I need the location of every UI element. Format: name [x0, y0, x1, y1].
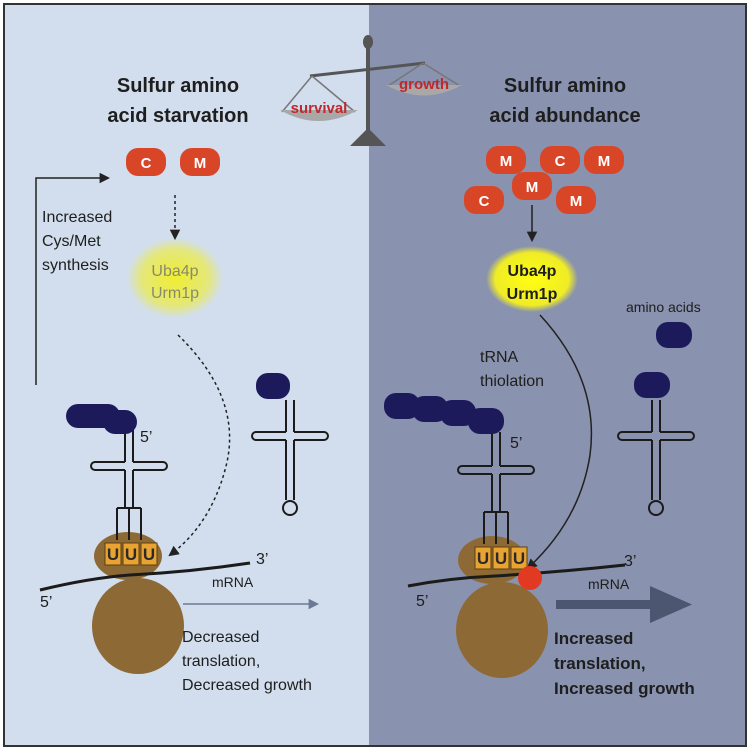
right-title-line1: Sulfur amino — [504, 75, 626, 97]
right-mrna-3prime: 3’ — [624, 553, 636, 570]
left-title-line1: Sulfur amino — [117, 75, 239, 97]
right-enzyme-uba4p: Uba4p — [508, 263, 557, 280]
feedback-line3: synthesis — [42, 257, 109, 274]
right-codon-3: U — [513, 549, 525, 568]
right-enzyme-urm1p: Urm1p — [507, 286, 558, 303]
svg-text:M: M — [570, 193, 583, 210]
right-thiolation-arrow — [526, 314, 593, 570]
left-panel-background — [4, 4, 369, 746]
svg-text:M: M — [598, 153, 611, 170]
growth-pan — [386, 85, 462, 96]
right-free-trna-charge — [634, 372, 670, 398]
left-mrna-label: mRNA — [212, 574, 254, 590]
right-amino-acids: M C M M C M — [464, 146, 624, 214]
feedback-line2: Cys/Met — [42, 233, 101, 250]
feedback-arrow — [35, 172, 111, 385]
left-trna-charge-2 — [103, 410, 137, 434]
left-enzyme-uba4p: Uba4p — [151, 263, 198, 280]
right-trna-bound — [457, 432, 535, 544]
growth-label: growth — [399, 76, 449, 93]
right-ribosome-large-subunit — [456, 582, 548, 678]
left-ribosome-large-subunit — [92, 578, 184, 674]
left-mrna-3prime: 3’ — [256, 551, 268, 568]
left-thiolation-arrow-dashed — [168, 334, 231, 557]
figure-frame — [3, 3, 747, 747]
left-outcome-line1: Decreased — [182, 629, 259, 646]
left-codon-2: U — [125, 545, 137, 564]
right-mrna-strand — [407, 563, 626, 588]
right-outcome-line3: Increased growth — [554, 679, 695, 698]
right-title-line2: acid abundance — [489, 105, 640, 127]
left-mrna-strand — [39, 561, 251, 592]
right-outcome-arrow — [556, 586, 692, 623]
left-amino-acid-c: C — [126, 148, 166, 176]
right-codons: U U U — [474, 546, 528, 570]
right-trna-5prime: 5’ — [510, 435, 522, 452]
left-enzyme-urm1p: Urm1p — [151, 285, 199, 302]
left-amino-acid-m: M — [180, 148, 220, 176]
svg-text:C: C — [141, 155, 152, 172]
svg-text:M: M — [526, 179, 539, 196]
right-codon-1: U — [477, 549, 489, 568]
left-trna-5prime: 5’ — [140, 429, 152, 446]
feedback-line1: Increased — [42, 209, 112, 226]
left-codons: U U U — [104, 542, 158, 566]
left-outcome-line3: Decreased growth — [182, 677, 312, 694]
right-trna-free — [617, 400, 695, 516]
left-codon-1: U — [107, 545, 119, 564]
free-amino-acid — [656, 322, 692, 348]
thiolation-modification — [518, 566, 542, 590]
left-free-trna-charge — [256, 373, 290, 399]
thiolation-line2: thiolation — [480, 373, 544, 390]
survival-pan — [280, 110, 358, 121]
right-mrna-5prime: 5’ — [416, 593, 428, 610]
left-mrna-5prime: 5’ — [40, 594, 52, 611]
amino-acids-label: amino acids — [626, 299, 701, 315]
left-codon-3: U — [143, 545, 155, 564]
right-mrna-label: mRNA — [588, 576, 630, 592]
survival-label: survival — [291, 100, 348, 117]
left-trna-free — [251, 400, 329, 516]
right-trna-charge-chain — [384, 393, 504, 434]
right-panel-background — [369, 4, 746, 746]
balance-scale: survival growth — [280, 35, 462, 146]
right-codon-2: U — [495, 549, 507, 568]
right-enzyme-glow — [486, 246, 578, 312]
left-outcome-line2: translation, — [182, 653, 260, 670]
right-outcome-line1: Increased — [554, 629, 633, 648]
svg-text:C: C — [555, 153, 566, 170]
svg-text:C: C — [479, 193, 490, 210]
svg-text:M: M — [194, 155, 207, 172]
left-title-line2: acid starvation — [107, 105, 248, 127]
right-outcome-line2: translation, — [554, 654, 646, 673]
thiolation-line1: tRNA — [480, 349, 519, 366]
svg-text:M: M — [500, 153, 513, 170]
left-enzyme-glow — [127, 238, 223, 318]
